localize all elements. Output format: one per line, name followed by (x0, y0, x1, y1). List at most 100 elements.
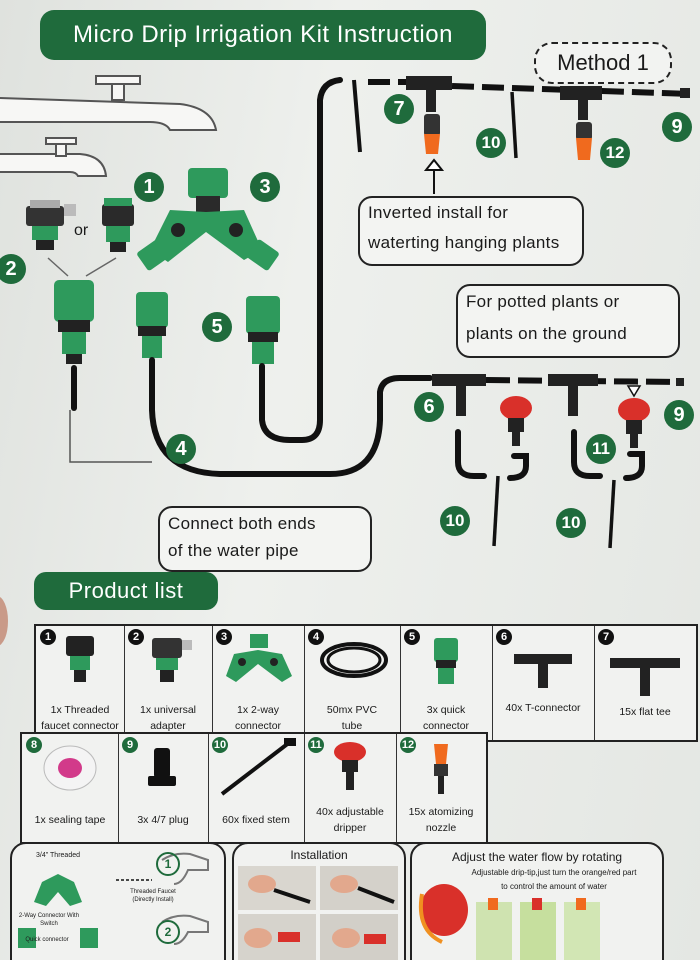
product-cell-9: 9 3x 4/7 plug (118, 734, 209, 842)
step-badge-10c: 10 (556, 508, 586, 538)
adjust-flow-panel: Adjust the water flow by rotating Adjust… (410, 842, 664, 960)
product-label: 1x 2-way connector (214, 702, 302, 734)
top-pipe (368, 79, 691, 97)
step-badge-2: 2 (0, 254, 26, 284)
step-badge-4: 4 (166, 434, 196, 464)
connect-line-1: Connect both ends (168, 514, 316, 533)
step-badge-7: 7 (384, 94, 414, 124)
label-line-1: 40x adjustable (316, 806, 384, 818)
connect-ends-callout: Connect both ends of the water pipe (158, 506, 372, 572)
label-line-1: 15x flat tee (619, 706, 671, 718)
irrigation-diagram (0, 75, 691, 549)
product-cell-10: 10 60x fixed stem (208, 734, 305, 842)
product-number: 1 (40, 629, 56, 645)
product-label: 60x fixed stem (210, 812, 302, 828)
product-cell-11: 11 40x adjustable dripper (304, 734, 397, 842)
shadow-left-edge (0, 596, 8, 646)
product-number: 12 (400, 737, 416, 753)
label-line-2: connector (422, 720, 470, 732)
product-label: 3x 4/7 plug (120, 812, 206, 828)
fixed-stem-lines (455, 429, 645, 481)
product-cell-7: 7 15x flat tee (594, 626, 696, 740)
two-way-label: 2-Way Connector With Switch (18, 913, 80, 927)
flat-tee-icon (610, 658, 680, 696)
product-number: 2 (128, 629, 144, 645)
product-label: 50mx PVC tube (306, 702, 398, 734)
flat-tee-top2-icon (560, 86, 602, 160)
faucet-note: Threaded Faucet (Directly Install) (130, 889, 176, 903)
product-label: 40x T-connector (494, 700, 592, 716)
product-number: 5 (404, 629, 420, 645)
product-number: 6 (496, 629, 512, 645)
potted-line-1: For potted plants or (466, 292, 620, 311)
two-way-connector-icon (226, 634, 292, 682)
adjust-line-1: Adjustable drip-tip,just turn the orange… (471, 868, 637, 877)
product-number: 4 (308, 629, 324, 645)
product-number: 9 (122, 737, 138, 753)
inverted-line-1: Inverted install for (368, 203, 509, 222)
installation-panel: Installation (232, 842, 406, 960)
step-badge-9b: 9 (664, 400, 694, 430)
product-number: 10 (212, 737, 228, 753)
quick-label: Quick connector (25, 937, 69, 943)
method-label: Method 1 (534, 42, 672, 84)
product-number: 11 (308, 737, 324, 753)
step-badge-5: 5 (202, 312, 232, 342)
product-list-title: Product list (34, 572, 218, 610)
threaded-faucet-connector-icon (66, 636, 94, 682)
product-cell-6: 6 40x T-connector (492, 626, 595, 740)
installation-title: Installation (290, 848, 348, 862)
product-label: 1x sealing tape (24, 812, 116, 828)
label-line-2: tube (341, 720, 363, 732)
adjustable-dripper-icon (500, 396, 650, 448)
connector-illustration (18, 852, 209, 948)
pvc-tube-lines (71, 77, 433, 477)
step-1-badge: 1 (156, 852, 180, 876)
step-badge-9a: 9 (662, 112, 692, 142)
label-line-1: 60x fixed stem (222, 814, 290, 826)
universal-adapter-icon (152, 638, 192, 682)
product-number: 7 (598, 629, 614, 645)
t-connector-icon (514, 654, 572, 688)
pvc-tube-icon (320, 642, 388, 678)
two-way-connector-icon (137, 168, 279, 271)
label-line-1: 1x sealing tape (34, 814, 106, 826)
label-line-1: 3x quick (426, 704, 466, 716)
faucet-top-icon (0, 75, 218, 131)
product-number: 8 (26, 737, 42, 753)
potted-line-2: plants on the ground (466, 324, 628, 343)
label-line-2: adapter (150, 720, 186, 732)
atomizing-nozzle-icon (434, 744, 448, 794)
product-label: 15x flat tee (596, 704, 694, 720)
threaded-label: 3/4" Threaded (36, 852, 80, 859)
potted-plants-callout: For potted plants or plants on the groun… (456, 284, 680, 358)
inverted-install-callout: Inverted install for waterting hanging p… (358, 196, 584, 266)
quick-connector-icon (54, 280, 280, 364)
adjust-title: Adjust the water flow by rotating (451, 850, 623, 864)
product-cell-5: 5 3x quick connector (400, 626, 493, 740)
adjust-line-2: to control the amount of water (501, 882, 607, 891)
step-badge-3: 3 (250, 172, 280, 202)
step-badge-11: 11 (586, 434, 616, 464)
connector-panel: 3/4" Threaded 1 Threaded Faucet (Directl… (10, 842, 226, 960)
faucet-small-icon (0, 137, 108, 177)
label-line-2: connector (234, 720, 282, 732)
step-badge-10b: 10 (440, 506, 470, 536)
step-badge-12: 12 (600, 138, 630, 168)
universal-adapter-icon (26, 200, 76, 250)
product-label: 40x adjustable dripper (306, 804, 394, 836)
step-badge-10a: 10 (476, 128, 506, 158)
adjustable-dripper-icon (334, 742, 366, 790)
label-line-1: 50mx PVC (326, 704, 378, 716)
label-line-2: faucet connector (41, 720, 119, 732)
label-line-2: dripper (333, 822, 367, 834)
product-grid-row-2: 8 1x sealing tape 9 3x 4/7 plug 10 60x f… (20, 732, 488, 844)
label-line-1: 1x 2-way (236, 704, 279, 716)
step-badge-6: 6 (414, 392, 444, 422)
page-title: Micro Drip Irrigation Kit Instruction (40, 10, 486, 60)
